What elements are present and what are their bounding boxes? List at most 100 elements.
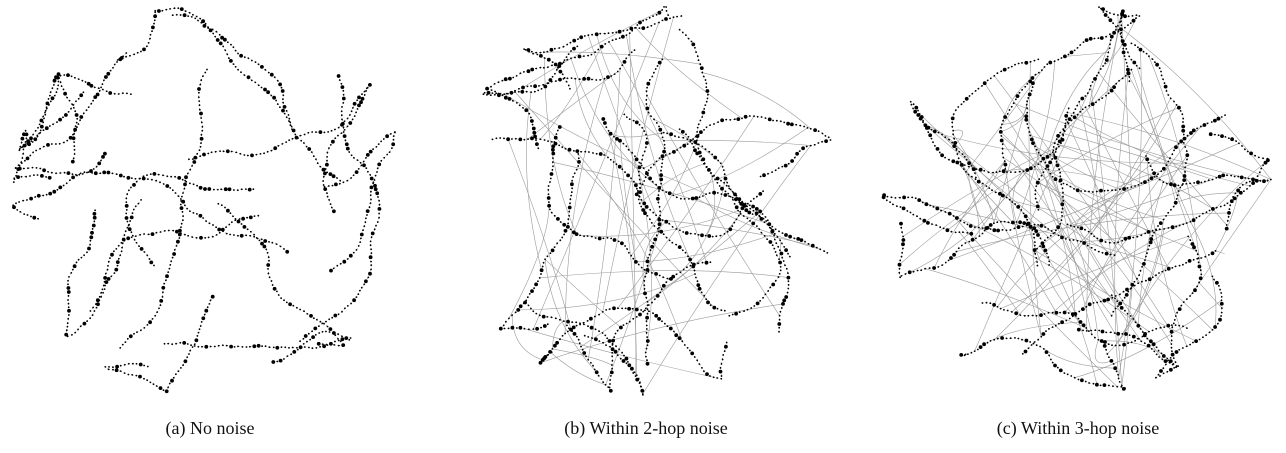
graph-node [279, 245, 282, 248]
graph-node [771, 282, 776, 287]
graph-node [556, 129, 559, 132]
graph-node [328, 172, 333, 177]
graph-node [373, 228, 376, 231]
graph-node [127, 373, 130, 376]
graph-node [56, 72, 61, 76]
graph-node [126, 220, 129, 223]
noise-edge [777, 236, 782, 260]
graph-node [142, 47, 146, 52]
graph-node [16, 167, 21, 172]
graph-node [686, 143, 689, 146]
graph-node [661, 9, 664, 11]
graph-node [232, 215, 234, 218]
graph-node [561, 73, 564, 76]
graph-node [374, 174, 377, 177]
graph-node [67, 302, 70, 305]
graph-node [328, 327, 333, 331]
graph-node [642, 201, 647, 206]
graph-node [722, 169, 725, 172]
graph-node [296, 348, 299, 351]
graph-node [697, 123, 700, 126]
graph-node [143, 377, 145, 380]
graph-node [202, 75, 204, 78]
graph-node [352, 101, 357, 106]
graph-node [482, 93, 485, 96]
graph-node [574, 232, 579, 237]
graph-node [34, 196, 37, 198]
graph-node [781, 242, 783, 245]
graph-node [507, 327, 510, 330]
graph-node [79, 172, 82, 175]
graph-node [363, 225, 366, 228]
graph-node [779, 269, 782, 272]
graph-node [199, 325, 202, 327]
graph-node [719, 367, 722, 369]
graph-node [204, 308, 209, 313]
graph-node [230, 221, 233, 224]
graph-node [661, 136, 664, 139]
graph-node [289, 121, 292, 124]
graph-node [644, 351, 647, 354]
graph-node [553, 141, 558, 146]
graph-node [702, 195, 704, 197]
graph-node [547, 353, 550, 356]
graph-node [744, 208, 749, 213]
graph-node [310, 151, 313, 154]
graph-node [611, 364, 613, 366]
graph-node [709, 304, 712, 307]
graph-node [264, 345, 267, 348]
graph-node [365, 90, 367, 92]
graph-node [129, 215, 134, 220]
graph-node [375, 146, 378, 148]
graph-node [57, 80, 60, 83]
graph-node [360, 237, 362, 240]
graph-drawing-3-hop-noise [881, 6, 1272, 391]
graph-node [654, 68, 657, 70]
graph-node [578, 78, 581, 81]
graph-node [682, 231, 685, 233]
graph-node [750, 200, 752, 203]
graph-node [638, 382, 641, 384]
graph-node [771, 244, 774, 247]
graph-node [697, 150, 702, 155]
graph-node [259, 153, 262, 155]
graph-node [119, 370, 122, 372]
graph-node [660, 288, 663, 291]
graph-node [655, 183, 657, 186]
graph-node [547, 185, 550, 187]
graph-node [551, 161, 554, 164]
graph-node [31, 141, 34, 143]
graph-node [79, 119, 81, 122]
graph-node [217, 344, 220, 347]
graph-node [649, 208, 652, 211]
graph-node [263, 239, 268, 243]
graph-node [699, 119, 702, 122]
graph-node [199, 145, 202, 148]
graph-node [625, 362, 628, 365]
graph-node [655, 13, 658, 16]
graph-node [235, 151, 238, 154]
graph-node [299, 308, 301, 311]
graph-node [760, 231, 763, 234]
graph-node [645, 141, 649, 145]
graph-node [340, 337, 345, 342]
graph-node [657, 228, 659, 230]
graph-node [202, 24, 207, 28]
graph-node [533, 134, 537, 139]
graph-node [768, 240, 773, 244]
graph-node [86, 320, 88, 322]
noise-edge [646, 95, 780, 316]
graph-node [662, 131, 665, 134]
graph-node [47, 175, 52, 180]
graph-node [168, 382, 171, 385]
graph-node [572, 332, 577, 336]
graph-node [641, 126, 644, 129]
graph-node [643, 284, 646, 287]
graph-node [571, 230, 576, 235]
graph-node [334, 334, 337, 337]
noise-edge [673, 127, 808, 196]
graph-node [643, 130, 646, 133]
graph-node [342, 134, 347, 139]
graph-node [382, 138, 385, 140]
graph-node [542, 324, 547, 328]
